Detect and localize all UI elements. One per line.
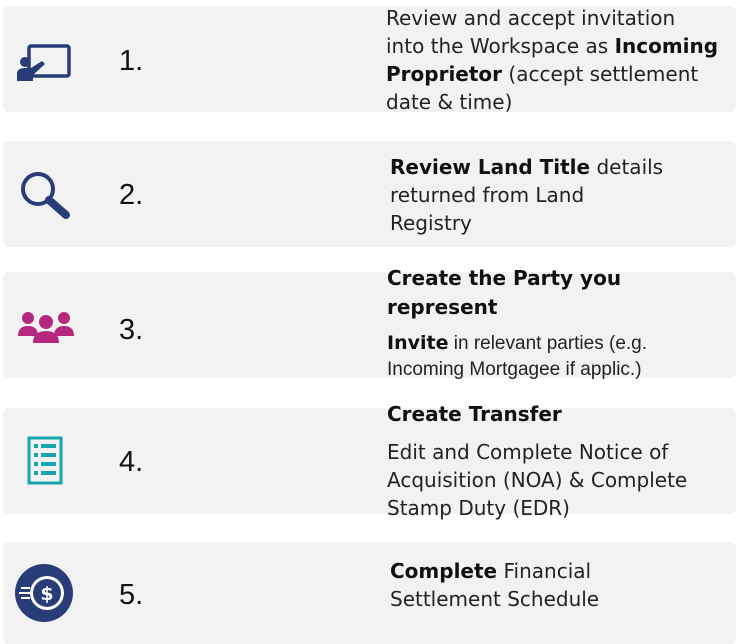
description-line: Incoming Mortgagee if applic.) bbox=[387, 359, 642, 380]
description-line: Complete Financial bbox=[390, 559, 592, 583]
dollar-coin-icon: $ bbox=[15, 564, 73, 622]
step-2-panel: 2. Review Land Title details returned fr… bbox=[3, 141, 736, 247]
step-description: Edit and Complete Notice of Acquisition … bbox=[387, 438, 687, 522]
people-group-icon bbox=[18, 312, 74, 343]
step-heading: Create the Party you represent bbox=[387, 264, 621, 322]
description-line: into the Workspace as Incoming bbox=[386, 34, 719, 58]
step-1-panel: 1. Review and accept invitation into the… bbox=[3, 6, 736, 114]
heading-line: represent bbox=[387, 295, 498, 319]
description-line: Registry bbox=[390, 211, 472, 235]
description-line: Invite in relevant parties (e.g. bbox=[387, 332, 648, 354]
description-line: Review Land Title details bbox=[390, 155, 664, 179]
step-number: 1. bbox=[119, 45, 144, 77]
step-description: Complete Financial Settlement Schedule bbox=[390, 557, 599, 613]
step-description: Review and accept invitation into the Wo… bbox=[386, 4, 718, 116]
description-line: Settlement Schedule bbox=[390, 587, 600, 611]
step-5-panel: $ 5. Complete Financial Settlement Sched… bbox=[3, 542, 736, 644]
step-description: Review Land Title details returned from … bbox=[390, 153, 663, 237]
step-4-panel: 4. Create Transfer Edit and Complete Not… bbox=[3, 402, 736, 520]
description-line: Acquisition (NOA) & Complete bbox=[387, 468, 688, 492]
description-line: Edit and Complete Notice of bbox=[387, 440, 669, 464]
step-number: 3. bbox=[119, 314, 144, 346]
description-line: date & time) bbox=[386, 90, 513, 114]
svg-text:$: $ bbox=[40, 583, 53, 605]
step-number: 5. bbox=[119, 579, 144, 611]
magnifier-icon bbox=[21, 172, 70, 219]
description-line: Proprietor (accept settlement bbox=[386, 62, 699, 86]
step-number: 4. bbox=[119, 446, 144, 478]
document-list-icon bbox=[27, 436, 63, 485]
description-line: Stamp Duty (EDR) bbox=[387, 496, 570, 520]
description-line: returned from Land bbox=[390, 183, 585, 207]
step-number: 2. bbox=[119, 179, 144, 211]
heading-line: Create Transfer bbox=[387, 402, 562, 426]
step-description: Invite in relevant parties (e.g. Incomin… bbox=[387, 330, 647, 383]
description-line: Review and accept invitation bbox=[386, 6, 676, 30]
presentation-board-icon bbox=[17, 44, 71, 81]
heading-line: Create the Party you bbox=[387, 266, 622, 290]
step-heading: Create Transfer bbox=[387, 400, 562, 428]
step-3-panel: 3. Create the Party you represent Invite… bbox=[3, 266, 736, 380]
